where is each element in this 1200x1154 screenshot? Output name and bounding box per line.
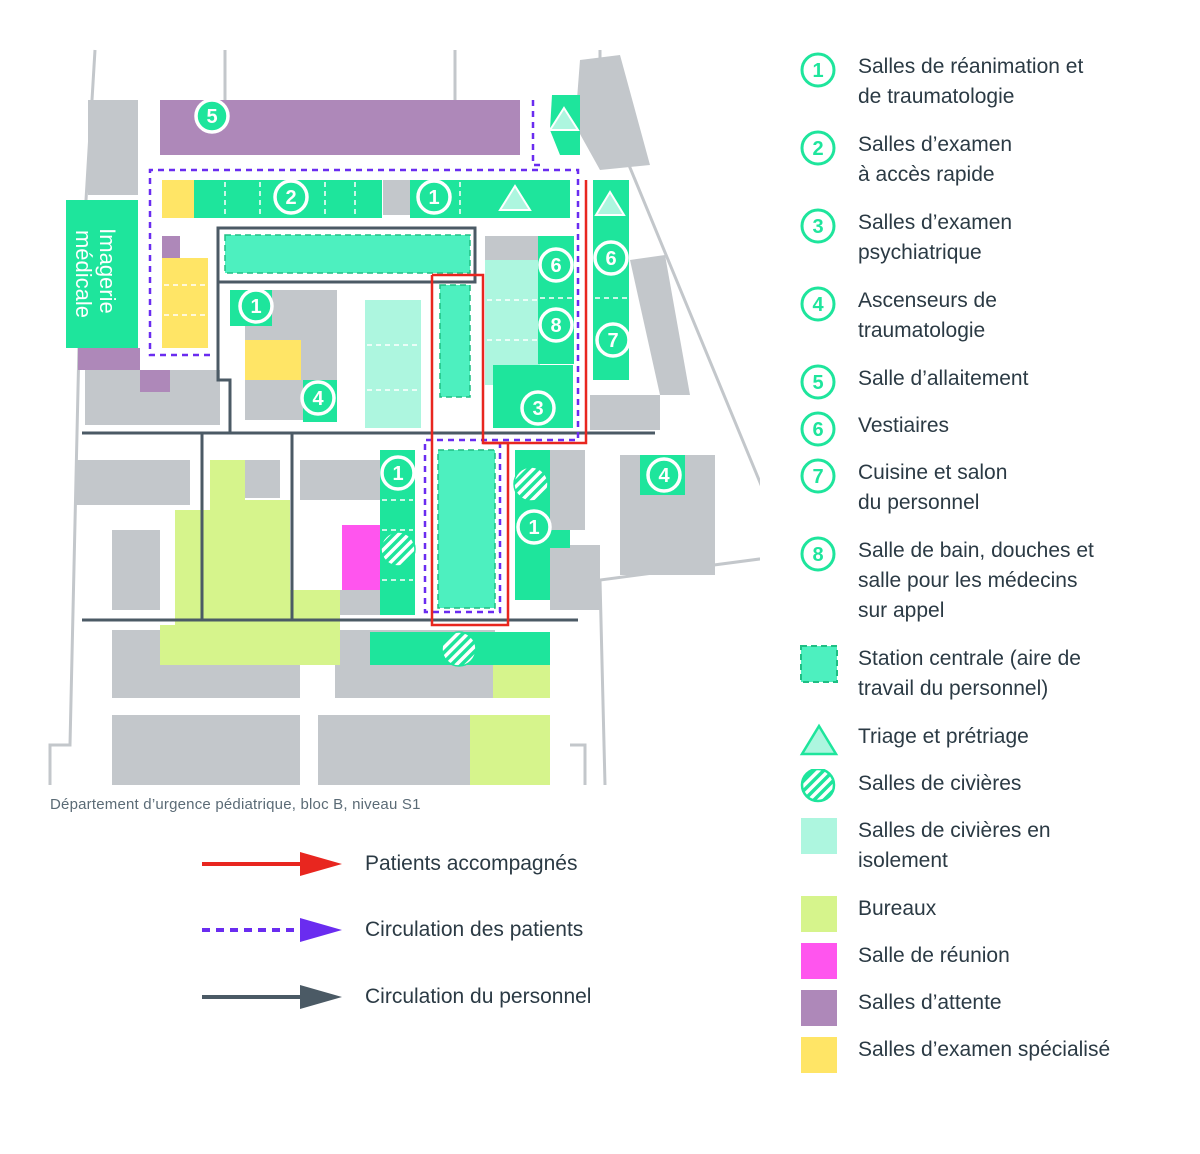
map-number-label: 1: [392, 463, 403, 485]
legend-label-7-line2: du personnel: [858, 491, 980, 514]
map-number-label: 6: [605, 248, 616, 270]
map-number-marker: 6: [538, 247, 574, 283]
legend-label-specialise: Salles d’examen spécialisé: [858, 1038, 1111, 1061]
triage-markers: [498, 106, 626, 216]
number-circle-icon: 6: [800, 411, 836, 447]
map-number-label: 3: [532, 398, 543, 420]
legend-label-triage: Triage et prétriage: [858, 725, 1029, 748]
legend-label-4-line2: traumatologie: [858, 319, 986, 342]
number-circle-icon: 3: [800, 208, 836, 244]
map-number-label: 7: [607, 330, 618, 352]
legend-number: 3: [812, 216, 823, 238]
legend-label-2-line1: Salles d’examen: [858, 133, 1013, 156]
triangle-icon: [799, 723, 839, 756]
legend-label-2-line2: à accès rapide: [858, 163, 995, 186]
legend-label-3-line1: Salles d’examen: [858, 211, 1013, 234]
flow-label-staff: Circulation du personnel: [365, 985, 592, 1008]
legend-label-3-line2: psychiatrique: [858, 241, 982, 264]
legend-label-7-line1: Cuisine et salon: [858, 461, 1008, 484]
flow-legend-patients: Circulation des patients: [200, 910, 660, 950]
map-number-marker: 4: [300, 380, 336, 416]
map-number-label: 6: [550, 255, 561, 277]
map-number-label: 4: [312, 388, 324, 410]
map-number-marker: 1: [238, 288, 274, 324]
legend-label-8-line1: Salle de bain, douches et: [858, 539, 1094, 562]
map-number-label: 1: [528, 517, 539, 539]
accompanied-patients-route: [430, 180, 588, 627]
legend-label-isolement-1: Salles de civières en: [858, 819, 1051, 842]
legend-number: 7: [812, 466, 823, 488]
map-number-marker: 6: [593, 240, 629, 276]
flow-label-accompanied: Patients accompagnés: [365, 852, 578, 875]
legend-number: 6: [812, 419, 823, 441]
legend-label-6-line1: Vestiaires: [858, 414, 950, 437]
specialized-exam-rooms: [162, 180, 301, 380]
number-circle-icon: 8: [800, 536, 836, 572]
legend-label-reunion: Salle de réunion: [858, 944, 1010, 967]
staff-circulation-route: [82, 226, 655, 622]
legend-number: 4: [812, 294, 824, 316]
numbered-markers: 5 2 1 1 4 6 6 8 7 3 1 1 4: [194, 98, 682, 545]
map-number-label: 4: [658, 465, 670, 487]
legend-number: 8: [812, 544, 823, 566]
number-circle-icon: 7: [800, 458, 836, 494]
legend-label-4-line1: Ascenseurs de: [858, 289, 997, 312]
legend-label-isolement-2: isolement: [858, 849, 948, 872]
central-stations: [224, 234, 496, 609]
isolation-swatch-icon: [801, 818, 837, 854]
legend-label-1-line1: Salles de réanimation et: [858, 55, 1084, 78]
map-number-label: 1: [428, 187, 439, 209]
offices: [160, 460, 550, 785]
map-number-marker: 4: [646, 457, 682, 493]
legend-number: 5: [812, 372, 823, 394]
room-dividers: [164, 182, 628, 581]
red-arrow-icon: [202, 852, 342, 876]
specialized-swatch-icon: [801, 1037, 837, 1073]
flow-legend-staff: Circulation du personnel: [200, 977, 660, 1017]
flow-legend-accompanied: Patients accompagnés: [200, 844, 660, 884]
map-number-marker: 1: [380, 455, 416, 491]
meeting-room: [342, 525, 382, 590]
legend-number: 2: [812, 138, 823, 160]
map-number-label: 1: [250, 296, 261, 318]
map-number-marker: 8: [538, 307, 574, 343]
map-number-marker: 1: [416, 179, 452, 215]
legend-label-5-line1: Salle d’allaitement: [858, 367, 1029, 390]
map-number-marker: 1: [516, 509, 552, 545]
map-number-label: 2: [285, 187, 296, 209]
offices-swatch-icon: [801, 896, 837, 932]
number-circle-icon: 1: [800, 52, 836, 88]
stretcher-room-markers: [380, 466, 549, 667]
meeting-swatch-icon: [801, 943, 837, 979]
legend-label-bureaux: Bureaux: [858, 897, 937, 920]
isolation-rooms: [365, 260, 540, 428]
flow-label-patients: Circulation des patients: [365, 918, 584, 941]
legend-label-station-1: Station centrale (aire de: [858, 647, 1081, 670]
map-number-marker: 3: [520, 390, 556, 426]
map-number-marker: 5: [194, 98, 230, 134]
imaging-label: Imagerie médicale: [71, 228, 120, 320]
number-circle-icon: 2: [800, 130, 836, 166]
legend-label-attente: Salles d’attente: [858, 991, 1002, 1014]
map-number-marker: 2: [273, 179, 309, 215]
hatched-circle-icon: [800, 769, 836, 803]
legend-number: 1: [812, 60, 823, 82]
station-swatch-icon: [800, 645, 838, 683]
patient-circulation-route: [148, 100, 580, 614]
floor-plan-map: Imagerie médicale 5 2 1 1 4 6 6 8 7 3 1 1 4: [48, 49, 760, 786]
number-circle-icon: 4: [800, 286, 836, 322]
map-number-marker: 7: [595, 322, 631, 358]
legend-label-8-line3: sur appel: [858, 599, 945, 622]
map-number-label: 8: [550, 315, 561, 337]
map-number-label: 5: [206, 106, 217, 128]
waiting-swatch-icon: [801, 990, 837, 1026]
map-caption: Département d’urgence pédiatrique, bloc …: [50, 796, 421, 813]
legend-label-station-2: travail du personnel): [858, 677, 1049, 700]
gray-arrow-icon: [202, 985, 342, 1009]
legend-label-1-line2: de traumatologie: [858, 85, 1015, 108]
number-circle-icon: 5: [800, 364, 836, 400]
legend-label-8-line2: salle pour les médecins: [858, 569, 1078, 592]
purple-dashed-arrow-icon: [202, 918, 342, 942]
legend-label-civieres: Salles de civières: [858, 772, 1022, 795]
